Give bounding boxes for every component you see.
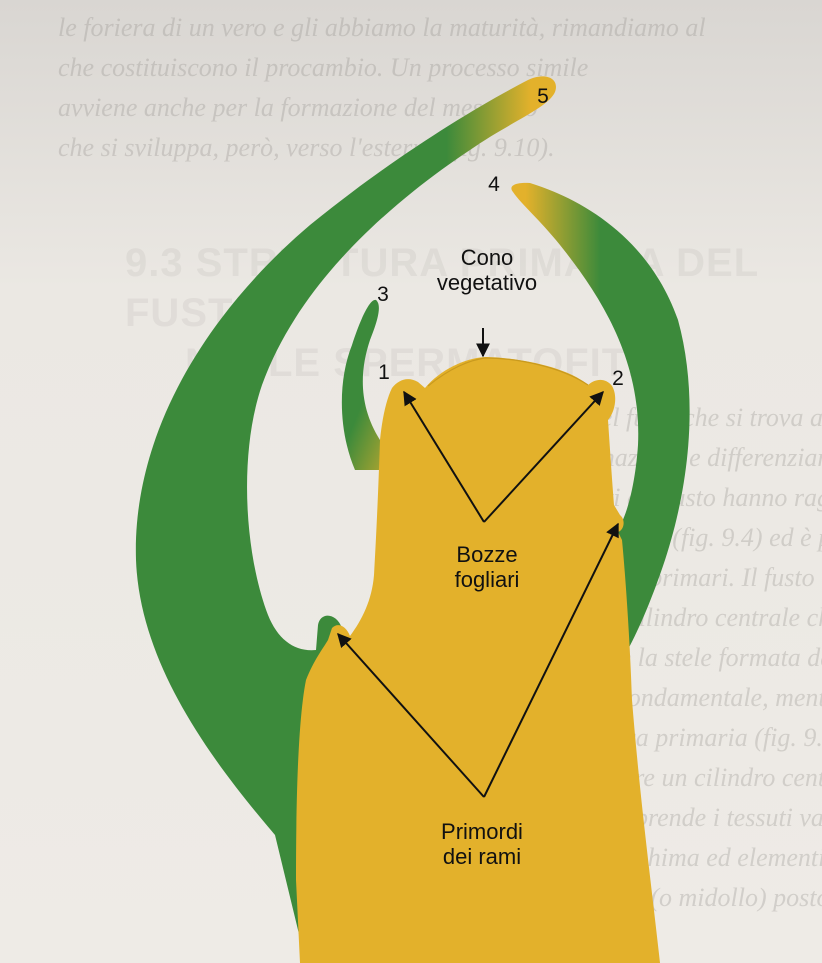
label-primordi-dei-rami: Primordi dei rami (407, 819, 557, 869)
label-5: 5 (531, 84, 555, 109)
label-1: 1 (372, 360, 396, 385)
label-line: dei rami (407, 844, 557, 869)
label-4: 4 (482, 172, 506, 197)
label-bozze-fogliari: Bozze fogliari (412, 542, 562, 592)
label-line: vegetativo (412, 270, 562, 295)
label-line: fogliari (412, 567, 562, 592)
label-2: 2 (606, 366, 630, 391)
label-line: Bozze (412, 542, 562, 567)
label-3: 3 (371, 282, 395, 307)
label-line: Cono (412, 245, 562, 270)
label-cone-vegetativo: Cono vegetativo (412, 245, 562, 295)
label-line: Primordi (407, 819, 557, 844)
